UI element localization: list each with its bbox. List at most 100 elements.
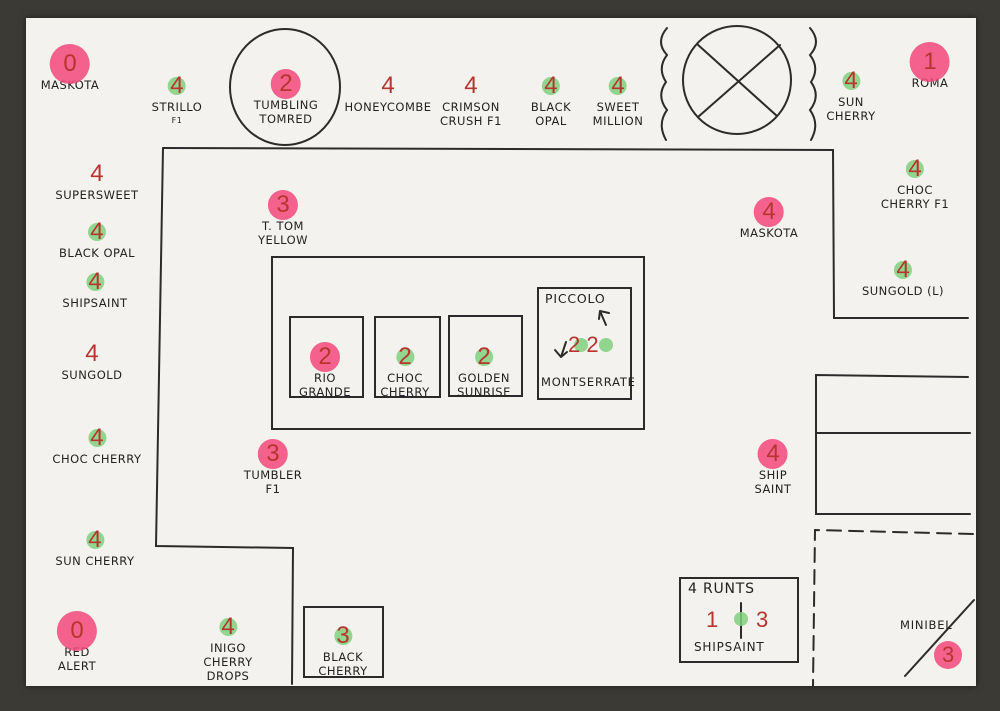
plant-label-line: CRUSH F1 <box>440 114 502 128</box>
plant-count: 0 <box>57 611 97 651</box>
plant-count: 4 <box>601 72 635 100</box>
runts-right-count: 3 <box>756 607 769 632</box>
plant-label: SUPERSWEET <box>55 188 138 202</box>
plant-count: 4 <box>886 256 920 284</box>
plant-label-line: TOMRED <box>259 112 313 126</box>
plant-label: SUNGOLD (L) <box>862 284 944 298</box>
plant-count: 4 <box>752 197 786 227</box>
plant-count-text: 4 <box>766 440 780 467</box>
plant-count-text: 4 <box>90 424 104 451</box>
plant-label-line: CRIMSON <box>442 100 500 114</box>
pink-marker-dot <box>268 190 298 220</box>
montserrate-label: MONTSERRATE <box>541 375 636 389</box>
barrel-hedge-right <box>808 27 817 141</box>
black-cherry-box <box>303 606 384 678</box>
plant-label-line: DROPS <box>206 669 250 683</box>
runts-box <box>679 577 799 663</box>
plant-label: SUNGOLD <box>61 368 122 382</box>
runts-label: SHIPSAINT <box>694 640 765 654</box>
green-marker-dot <box>475 348 493 366</box>
plant-label-line: CHOC CHERRY <box>52 452 142 466</box>
green-marker-dot <box>167 77 186 95</box>
plant-count-text: 4 <box>88 268 102 295</box>
plant-count: 4 <box>78 526 112 554</box>
plant-count: 4 <box>454 72 488 100</box>
plant-count: 2 <box>388 343 422 371</box>
plant-count: 3 <box>256 439 290 469</box>
green-marker-dot <box>396 348 414 366</box>
plant-label-line: STRILLO <box>151 100 203 114</box>
green-marker-dot <box>86 273 104 291</box>
plant-count: 3 <box>326 622 360 650</box>
plant-count-text: 4 <box>221 613 235 640</box>
compartment-golden-sunrise <box>448 315 523 397</box>
plant-count-text: 0 <box>63 50 77 77</box>
runts-center-dot <box>734 612 748 626</box>
plant-count: 4 <box>80 424 114 452</box>
plant-label-line: SUN <box>838 95 864 109</box>
plant-label-line: RIO <box>314 371 336 385</box>
plant-label-line: ALERT <box>57 659 97 673</box>
plant-label-line: SHIPSAINT <box>62 296 128 310</box>
plant-count-text: 0 <box>70 617 84 644</box>
pink-marker-dot <box>257 439 288 469</box>
plant-label-line: SUNRISE <box>457 385 511 399</box>
green-marker-dot <box>609 77 627 95</box>
plant-label-line: F1 <box>265 482 281 496</box>
plant-count-text: 4 <box>90 218 104 245</box>
green-marker-dot <box>334 627 352 645</box>
tumbling-tom-pot <box>229 28 341 146</box>
pink-marker-dot <box>57 611 97 651</box>
plant-label-line: TUMBLING <box>253 98 319 112</box>
plant-label-line: MASKOTA <box>739 226 799 240</box>
plant-count: 0 <box>50 44 90 84</box>
plant-count: 2 <box>269 69 303 99</box>
plant-label-line: BLACK <box>322 650 364 664</box>
plant-count-text: 4 <box>85 340 99 367</box>
plant-label-line: YELLOW <box>257 233 309 247</box>
plant-label: SHIPSAINT <box>62 296 127 310</box>
barrel-cross-a <box>696 43 778 117</box>
plant-count: 4 <box>756 439 790 469</box>
compost-barrel <box>682 25 792 135</box>
plant-count: 4 <box>898 155 932 183</box>
plant-label-line: MASKOTA <box>40 78 100 92</box>
plant-count-text: 4 <box>844 67 858 94</box>
green-marker-dot <box>842 72 860 90</box>
inner-raised-bed <box>271 256 645 430</box>
plant-label-line: CHERRY <box>318 664 368 678</box>
plant-label-line: CHERRY <box>380 385 430 399</box>
montserrate-arrow <box>554 341 568 358</box>
green-marker-dot <box>87 429 106 447</box>
plant-count: 2 <box>467 343 501 371</box>
plant-label-line: SHIP <box>758 468 788 482</box>
plant-count: 4 <box>834 67 868 95</box>
minibel-label: MINIBEL <box>900 618 953 632</box>
montserrate-count-text: 2 2 <box>568 332 599 357</box>
plant-label-line: BLACK OPAL <box>59 246 135 260</box>
compartment-rio-grande <box>289 316 364 398</box>
plant-count-text: 3 <box>266 440 280 467</box>
pink-marker-dot <box>270 69 301 99</box>
barrel-hedge-left <box>660 27 669 141</box>
plant-label: MASKOTA <box>41 78 100 92</box>
plant-label: MASKOTA <box>740 226 799 240</box>
